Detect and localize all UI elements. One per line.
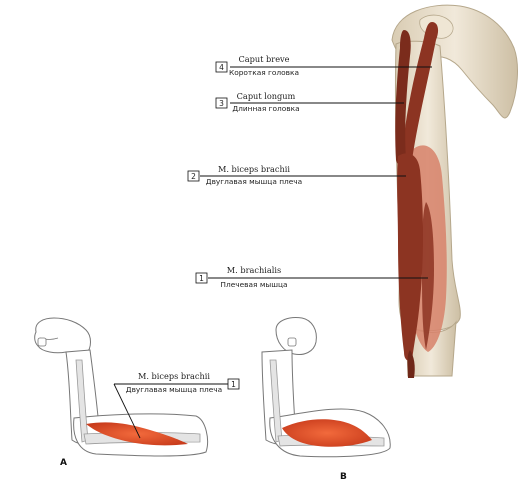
label-russian: Короткая головка xyxy=(229,68,299,77)
biceps-belly xyxy=(397,153,423,361)
number-box xyxy=(227,378,240,390)
figure-a-letter: A xyxy=(60,458,67,468)
leader-line xyxy=(113,383,141,439)
biceps-short-head xyxy=(402,22,439,168)
thumb xyxy=(287,337,297,347)
figure-b-arm: B xyxy=(261,317,391,481)
fist xyxy=(275,317,317,355)
label-biceps-brachii: 2 M. biceps brachii Двуглавая мышца плеч… xyxy=(187,164,406,186)
biceps-muscle xyxy=(86,422,188,446)
label-latin: M. biceps brachii xyxy=(218,164,290,174)
label-latin: Caput breve xyxy=(238,54,289,64)
biceps-long-head xyxy=(395,30,411,166)
number-box xyxy=(187,170,200,182)
label-number: 2 xyxy=(191,172,196,181)
label-latin: Caput longum xyxy=(237,91,296,101)
figure-a-arm: A xyxy=(34,317,209,468)
label-russian: Длинная головка xyxy=(232,104,299,113)
biceps-tendon xyxy=(407,350,415,378)
label-russian: Плечевая мышца xyxy=(220,280,287,289)
number-box xyxy=(215,97,228,109)
label-latin: M. biceps brachii xyxy=(138,371,210,381)
biceps-muscle xyxy=(282,419,372,447)
label-caput-breve: 4 Caput breve Короткая головка xyxy=(215,54,432,77)
label-russian: Двуглавая мышца плеча xyxy=(126,385,222,394)
number-box xyxy=(215,61,228,73)
thumb xyxy=(37,337,47,347)
label-number: 1 xyxy=(231,380,236,389)
number-box xyxy=(195,272,208,284)
figure-a-label: 1 M. biceps brachii Двуглавая мышца плеч… xyxy=(113,371,240,439)
brachialis-strip xyxy=(422,202,434,350)
arm-anatomy-illustration xyxy=(391,4,518,378)
figure-b-letter: B xyxy=(340,472,347,481)
label-caput-longum: 3 Caput longum Длинная головка xyxy=(215,91,404,113)
label-number: 4 xyxy=(219,63,224,72)
label-number: 1 xyxy=(199,274,204,283)
label-brachialis: 1 M. brachialis Плечевая мышца xyxy=(195,265,428,289)
label-russian: Двуглавая мышца плеча xyxy=(206,177,302,186)
label-latin: M. brachialis xyxy=(227,265,281,275)
label-number: 3 xyxy=(219,99,224,108)
